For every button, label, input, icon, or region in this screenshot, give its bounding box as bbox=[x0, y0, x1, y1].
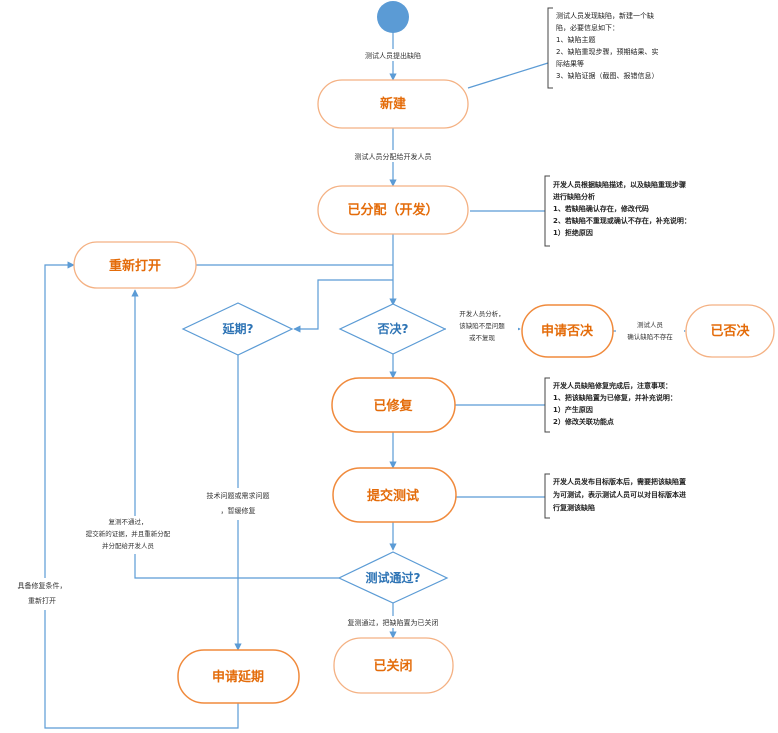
node-new: 新建 bbox=[317, 79, 469, 129]
svg-text:该缺陷不是问题: 该缺陷不是问题 bbox=[459, 321, 505, 330]
svg-text:1、把该缺陷置为已修复，并补充说明：: 1、把该缺陷置为已修复，并补充说明： bbox=[553, 393, 677, 402]
svg-text:并分配给开发人员: 并分配给开发人员 bbox=[102, 541, 155, 550]
svg-text:开发人员缺陷修复完成后，注意事项：: 开发人员缺陷修复完成后，注意事项： bbox=[553, 381, 672, 390]
decision-delay-label: 延期? bbox=[222, 321, 254, 336]
node-submit-test-label: 提交测试 bbox=[367, 488, 419, 504]
node-apply-reject: 申请否决 bbox=[521, 304, 614, 358]
svg-text:测试人员: 测试人员 bbox=[637, 320, 664, 329]
svg-text:确认缺陷不存在: 确认缺陷不存在 bbox=[627, 332, 673, 341]
edge-delay-reopen bbox=[44, 261, 239, 729]
node-assigned-label: 已分配（开发） bbox=[347, 202, 438, 218]
node-apply-delay: 申请延期 bbox=[177, 649, 300, 704]
node-apply-reject-label: 申请否决 bbox=[541, 323, 594, 339]
svg-text:2）修改关联功能点: 2）修改关联功能点 bbox=[553, 417, 614, 426]
edge-label-start-new: 测试人员提出缺陷 bbox=[365, 51, 421, 60]
edge-label-new-assigned: 测试人员分配给开发人员 bbox=[355, 152, 432, 161]
start-node bbox=[377, 1, 409, 33]
svg-text:重新打开: 重新打开 bbox=[28, 596, 56, 605]
svg-text:1、若缺陷确认存在，修改代码: 1、若缺陷确认存在，修改代码 bbox=[553, 204, 649, 213]
node-reopen: 重新打开 bbox=[73, 241, 197, 289]
edge-label-reopen-cond: 具备修复条件， 重新打开 bbox=[18, 581, 67, 605]
svg-text:1）拒绝原因: 1）拒绝原因 bbox=[553, 228, 593, 237]
node-reopen-label: 重新打开 bbox=[109, 258, 161, 274]
svg-text:具备修复条件，: 具备修复条件， bbox=[18, 581, 67, 590]
note-assigned: 开发人员根据缺陷描述，以及缺陷重现步骤 进行缺陷分析 1、若缺陷确认存在，修改代… bbox=[544, 175, 691, 247]
svg-text:开发人员根据缺陷描述，以及缺陷重现步骤: 开发人员根据缺陷描述，以及缺陷重现步骤 bbox=[553, 180, 686, 189]
svg-text:，暂缓修复: ，暂缓修复 bbox=[221, 506, 256, 515]
svg-text:技术问题或需求问题: 技术问题或需求问题 bbox=[207, 491, 270, 500]
svg-text:陷，必要信息如下：: 陷，必要信息如下： bbox=[556, 23, 619, 32]
node-submit-test: 提交测试 bbox=[332, 467, 457, 523]
node-rejected-label: 已否决 bbox=[710, 323, 750, 339]
svg-text:测试人员发现缺陷，新建一个缺: 测试人员发现缺陷，新建一个缺 bbox=[556, 11, 654, 20]
node-closed: 已关闭 bbox=[333, 637, 454, 694]
decision-test-pass: 测试通过? bbox=[337, 551, 449, 604]
edge-label-reject-yes: 开发人员分析， 该缺陷不是问题 或不复现 bbox=[459, 309, 505, 342]
edge-label-apply-rejected: 测试人员 确认缺陷不存在 bbox=[627, 320, 673, 341]
decision-reject: 否决? bbox=[338, 303, 447, 355]
svg-text:提交新的证据，并且重新分配: 提交新的证据，并且重新分配 bbox=[86, 529, 171, 538]
edge-to-delay bbox=[293, 279, 393, 333]
svg-text:复测不通过，: 复测不通过， bbox=[109, 517, 148, 526]
edge-label-retest-pass: 复测通过，把缺陷置为已关闭 bbox=[348, 618, 439, 627]
note-fixed: 开发人员缺陷修复完成后，注意事项： 1、把该缺陷置为已修复，并补充说明： 1）产… bbox=[544, 377, 677, 433]
note-new: 测试人员发现缺陷，新建一个缺 陷，必要信息如下： 1、缺陷主题 2、缺陷重现步骤… bbox=[547, 7, 658, 89]
svg-text:开发人员发布目标版本后，需要把该缺陷置: 开发人员发布目标版本后，需要把该缺陷置 bbox=[553, 477, 686, 486]
edge-test-reopen bbox=[131, 289, 339, 579]
svg-text:开发人员分析，: 开发人员分析， bbox=[459, 309, 505, 318]
edge-label-retest-fail: 复测不通过， 提交新的证据，并且重新分配 并分配给开发人员 bbox=[86, 517, 171, 550]
svg-text:3、缺陷证据（截图、报错信息）: 3、缺陷证据（截图、报错信息） bbox=[556, 71, 658, 80]
node-assigned: 已分配（开发） bbox=[317, 185, 469, 235]
note-connector-new bbox=[467, 62, 549, 89]
decision-delay: 延期? bbox=[181, 302, 294, 356]
node-new-label: 新建 bbox=[380, 96, 406, 112]
edge-label-tech-issue: 技术问题或需求问题 ，暂缓修复 bbox=[207, 491, 270, 515]
node-apply-delay-label: 申请延期 bbox=[212, 669, 264, 685]
svg-text:2、若缺陷不重现或确认不存在，补充说明：: 2、若缺陷不重现或确认不存在，补充说明： bbox=[553, 216, 691, 225]
node-fixed: 已修复 bbox=[331, 377, 456, 433]
svg-text:为可测试，表示测试人员可以对目标版本进: 为可测试，表示测试人员可以对目标版本进 bbox=[553, 490, 686, 499]
svg-text:进行缺陷分析: 进行缺陷分析 bbox=[553, 192, 595, 201]
node-rejected: 已否决 bbox=[685, 304, 775, 358]
svg-text:际结果等: 际结果等 bbox=[556, 59, 584, 68]
svg-text:1）产生原因: 1）产生原因 bbox=[553, 405, 593, 414]
svg-text:1、缺陷主题: 1、缺陷主题 bbox=[556, 35, 595, 44]
svg-text:行复测该缺陷: 行复测该缺陷 bbox=[552, 503, 595, 512]
node-closed-label: 已关闭 bbox=[373, 658, 412, 674]
note-submit: 开发人员发布目标版本后，需要把该缺陷置 为可测试，表示测试人员可以对目标版本进 … bbox=[544, 473, 686, 519]
svg-text:2、缺陷重现步骤，预期结果、实: 2、缺陷重现步骤，预期结果、实 bbox=[556, 47, 658, 56]
decision-test-pass-label: 测试通过? bbox=[366, 570, 421, 585]
node-fixed-label: 已修复 bbox=[373, 398, 413, 414]
svg-text:或不复现: 或不复现 bbox=[469, 333, 496, 342]
decision-reject-label: 否决? bbox=[377, 321, 409, 336]
